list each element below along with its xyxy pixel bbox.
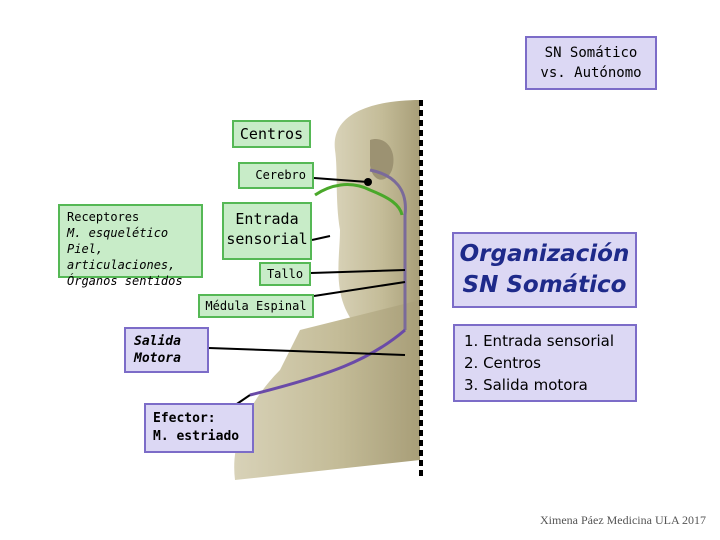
head-silhouette <box>335 100 420 330</box>
cerebro-label: Cerebro <box>255 168 306 182</box>
receptores-line: Piel, articulaciones, <box>67 241 201 273</box>
step-item: 2. Centros <box>464 352 635 374</box>
efector-line2: M. estriado <box>153 428 252 446</box>
title-box: SN Somático vs. Autónomo <box>525 36 657 90</box>
receptores-line: Órganos sentidos <box>67 273 201 289</box>
centros-label: Centros <box>240 125 303 143</box>
pointer-entrada <box>312 236 330 240</box>
receptores-line: M. esquelético <box>67 225 201 241</box>
entrada-box: Entrada sensorial <box>222 202 312 260</box>
tallo-label: Tallo <box>267 267 303 281</box>
organizacion-line2: SN Somático <box>454 270 635 301</box>
receptores-box: Receptores M. esquelético Piel, articula… <box>58 204 203 278</box>
salida-line1: Salida <box>134 333 207 350</box>
medula-box: Médula Espinal <box>198 294 314 318</box>
title-line2: vs. Autónomo <box>527 63 655 83</box>
shoulder-silhouette <box>234 300 420 480</box>
entrada-line1: Entrada <box>224 209 310 229</box>
step-item: 1. Entrada sensorial <box>464 330 635 352</box>
centros-box: Centros <box>232 120 311 148</box>
efector-box: Efector: M. estriado <box>144 403 254 453</box>
organizacion-box: Organización SN Somático <box>452 232 637 308</box>
salida-box: Salida Motora <box>124 327 209 373</box>
step-item: 3. Salida motora <box>464 374 635 396</box>
cerebro-box: Cerebro <box>238 162 314 189</box>
steps-box: 1. Entrada sensorial 2. Centros 3. Salid… <box>453 324 637 402</box>
entrada-line2: sensorial <box>224 229 310 249</box>
title-line1: SN Somático <box>527 43 655 63</box>
tallo-box: Tallo <box>259 262 311 286</box>
receptores-heading: Receptores <box>67 209 201 225</box>
organizacion-line1: Organización <box>454 239 635 270</box>
pointer-dot <box>364 178 372 186</box>
author-credit: Ximena Páez Medicina ULA 2017 <box>540 513 706 528</box>
salida-line2: Motora <box>134 350 207 367</box>
medula-label: Médula Espinal <box>205 299 306 313</box>
efector-line1: Efector: <box>153 410 252 428</box>
